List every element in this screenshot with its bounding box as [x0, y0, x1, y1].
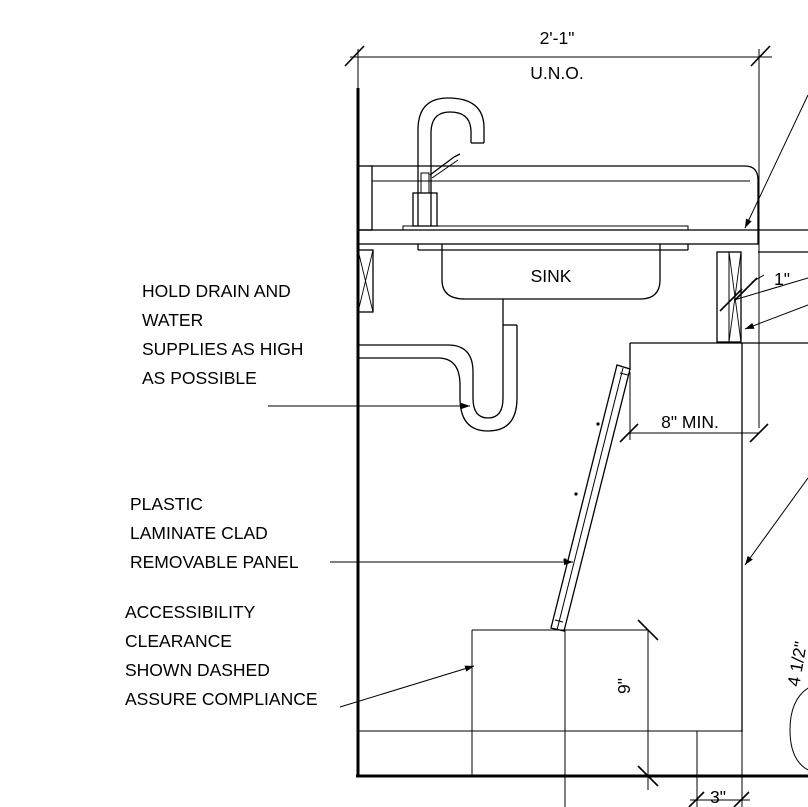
toe-kick: 3"	[688, 731, 750, 807]
overall-width-note: U.N.O.	[530, 63, 583, 83]
apron-thickness-dimension: 1"	[719, 269, 808, 330]
partial-rotated-text: 4 1/2"	[783, 640, 808, 688]
partial-rotated-dimension: 4 1/2"	[783, 640, 808, 771]
note-panel-line-1: PLASTIC	[130, 494, 203, 514]
countertop	[357, 225, 808, 253]
overall-width-dimension: 2'-1" U.N.O.	[344, 28, 772, 428]
note-access-line-4: ASSURE COMPLIANCE	[125, 689, 318, 709]
cabinet-outline	[356, 88, 808, 778]
note-drain-line-4: AS POSSIBLE	[142, 368, 257, 388]
knee-depth-dimension: 8" MIN.	[619, 372, 769, 443]
note-access-leader	[339, 665, 475, 708]
toe-depth-text: 3"	[710, 787, 726, 807]
toe-height-text: 9"	[614, 678, 634, 694]
sink-label: SINK	[531, 266, 572, 286]
sink-bowl: SINK	[441, 244, 661, 300]
right-face-leader	[744, 477, 808, 566]
knee-depth-text: 8" MIN.	[661, 412, 719, 432]
note-panel-line-2: LAMINATE CLAD	[130, 523, 268, 543]
note-access-line-2: CLEARANCE	[125, 631, 232, 651]
note-drain: HOLD DRAIN AND WATER SUPPLIES AS HIGH AS…	[142, 281, 470, 410]
p-trap	[358, 299, 518, 432]
note-drain-line-1: HOLD DRAIN AND	[142, 281, 291, 301]
note-panel: PLASTIC LAMINATE CLAD REMOVABLE PANEL	[130, 494, 573, 572]
note-drain-line-3: SUPPLIES AS HIGH	[142, 339, 303, 359]
note-drain-line-2: WATER	[142, 310, 203, 330]
faucet	[412, 97, 485, 227]
note-access-line-3: SHOWN DASHED	[125, 660, 270, 680]
note-panel-line-3: REMOVABLE PANEL	[130, 552, 299, 572]
apron-leader	[744, 304, 808, 330]
removable-panel	[550, 364, 631, 632]
apron-thickness-text: 1"	[774, 269, 790, 289]
left-apron-block	[357, 249, 374, 313]
overall-width-text: 2'-1"	[540, 28, 575, 48]
note-accessibility: ACCESSIBILITY CLEARANCE SHOWN DASHED ASS…	[125, 602, 475, 709]
accessibility-clearance-box: 9"	[471, 619, 668, 807]
note-access-line-1: ACCESSIBILITY	[125, 602, 256, 622]
top-right-leader	[744, 94, 808, 229]
